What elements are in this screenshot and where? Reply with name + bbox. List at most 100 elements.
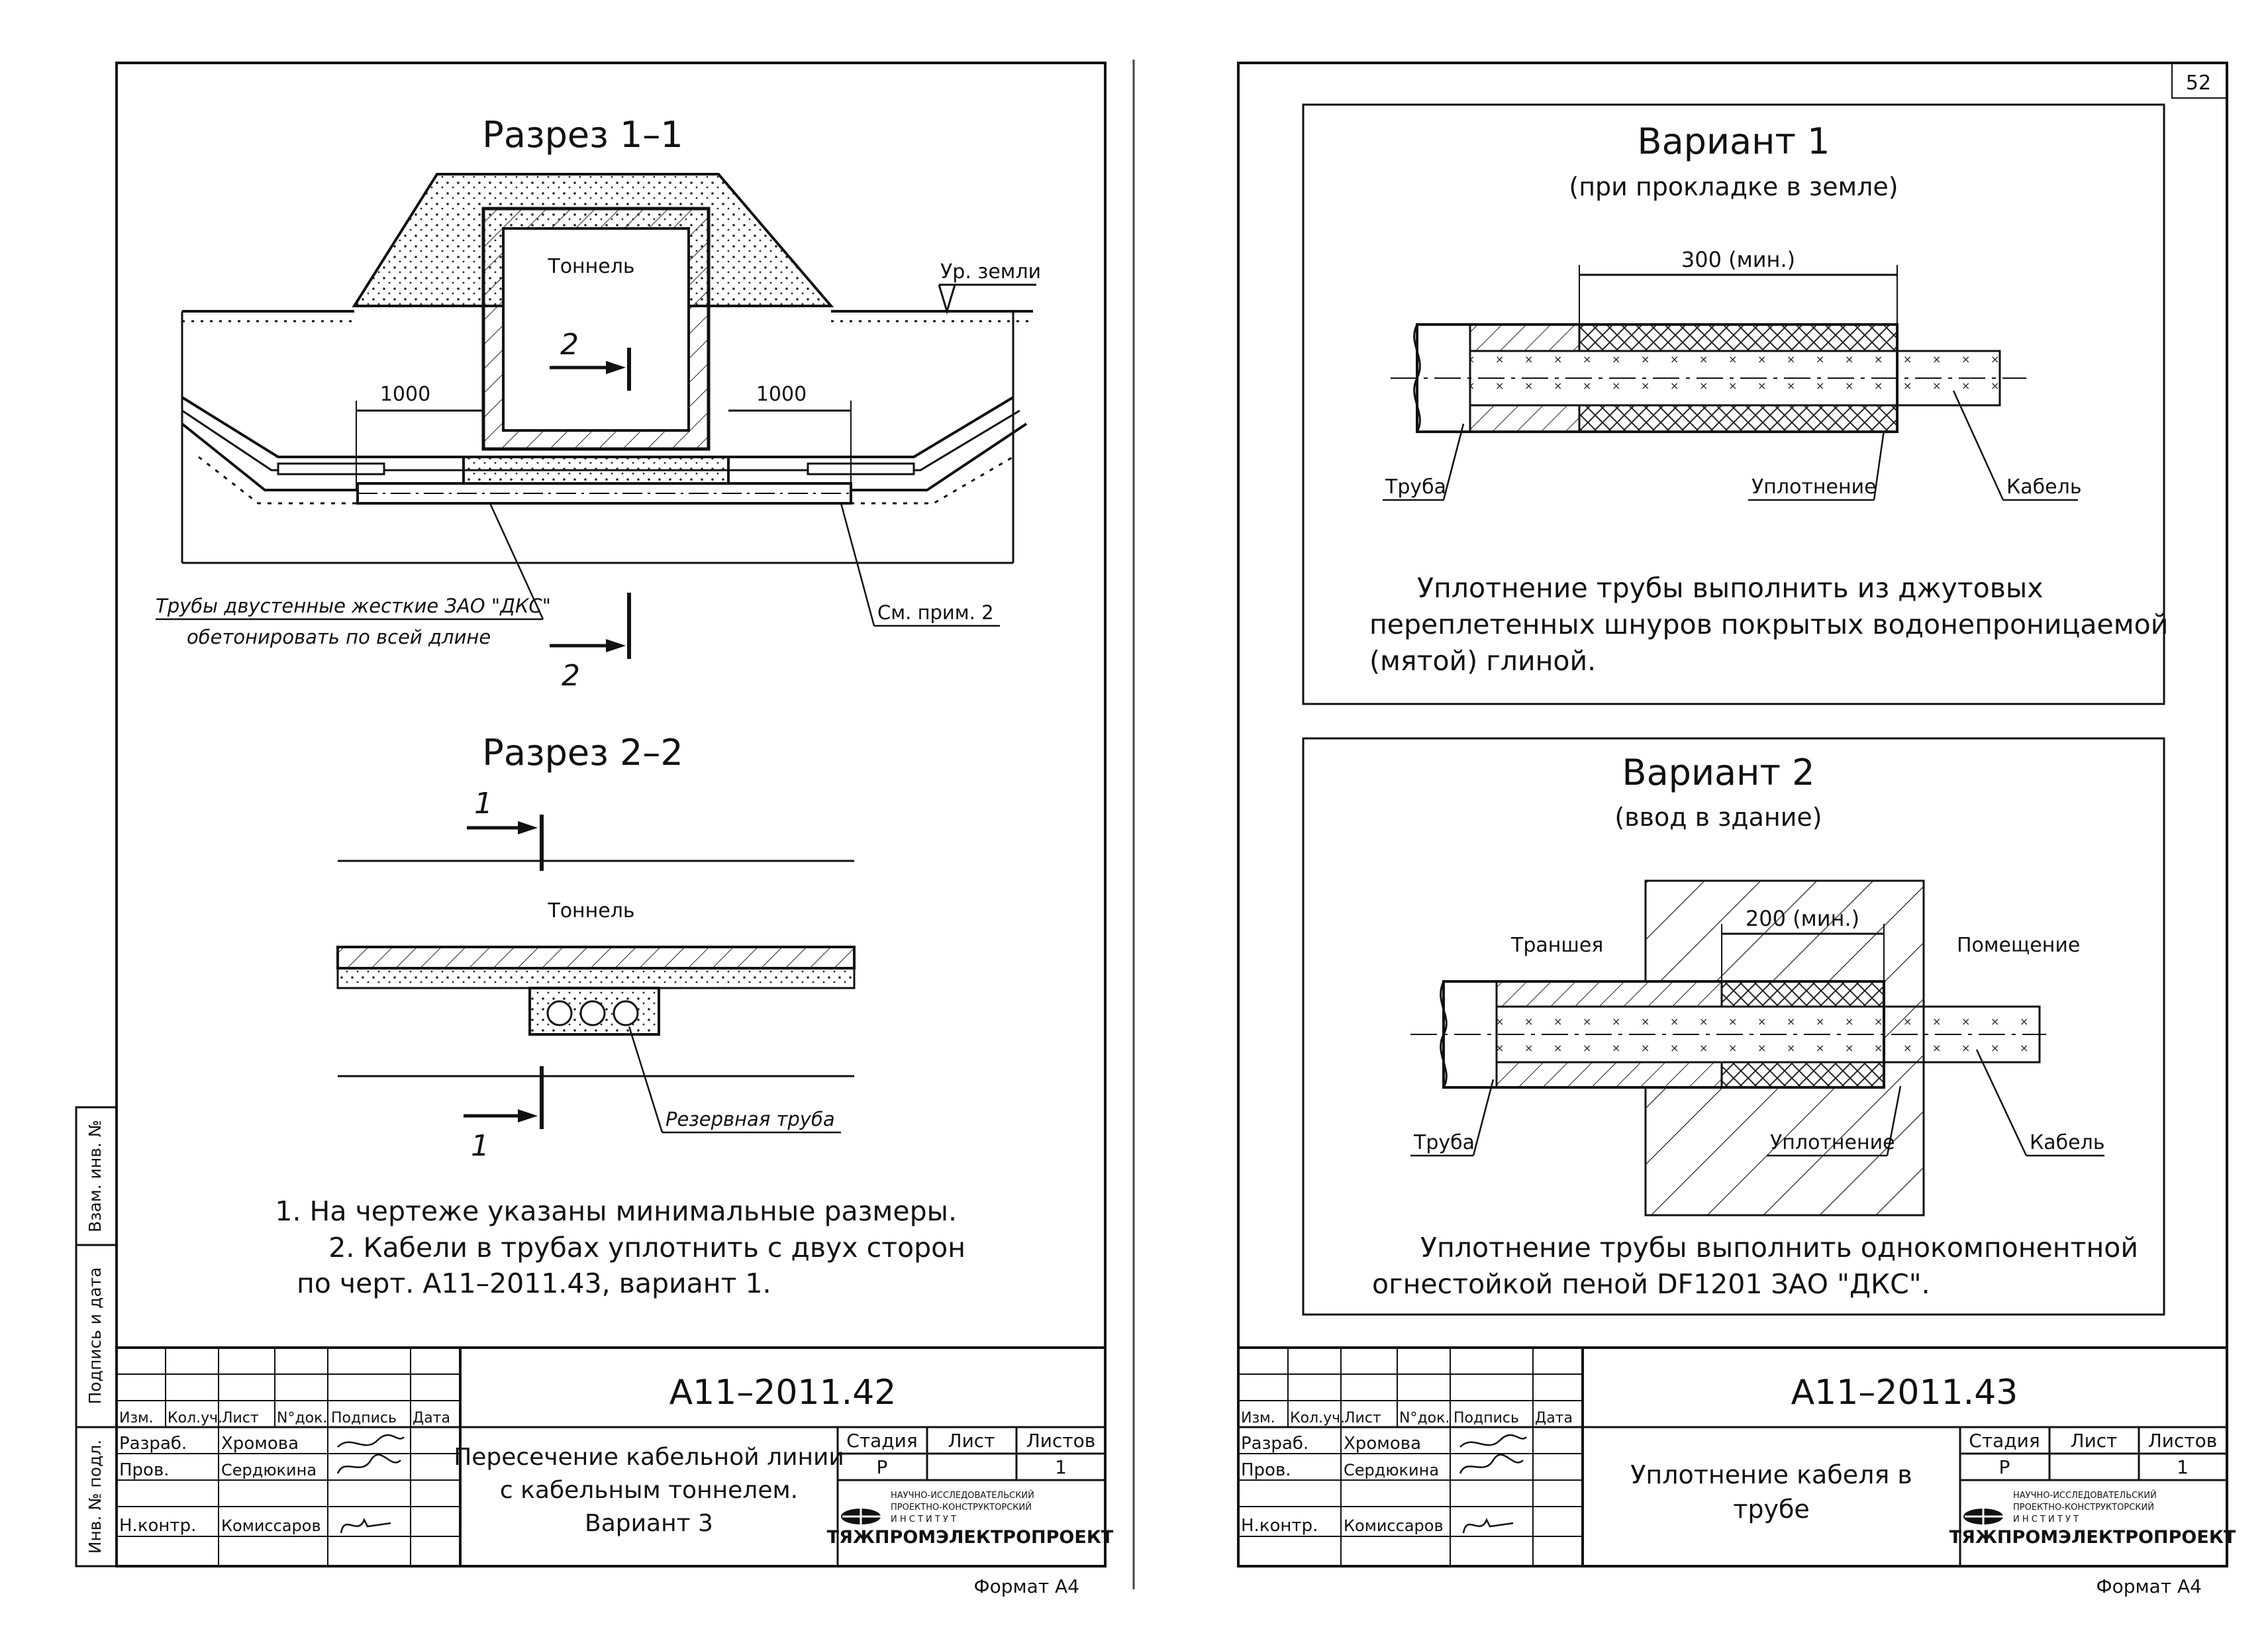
side-label-signature-date: Подпись и дата xyxy=(85,1267,105,1404)
stage-header: Стадия xyxy=(846,1430,917,1452)
variant-2-text-2: огнестойкой пеной DF1201 ЗАО "ДКС". xyxy=(1372,1268,1930,1300)
variant-1-subtitle: (при прокладке в земле) xyxy=(1569,172,1898,201)
stage-header: Стадия xyxy=(1969,1430,2040,1452)
role-normcontrol: Н.контр. xyxy=(1241,1516,1318,1536)
note-2: 2. Кабели в трубах уплотнить с двух стор… xyxy=(328,1232,965,1264)
variant-1-seal-bottom xyxy=(1578,404,1898,433)
name-serdyukina: Сердюкина xyxy=(221,1461,317,1479)
doc-title-line1: Пересечение кабельной линии xyxy=(454,1444,844,1471)
role-normcontrol: Н.контр. xyxy=(119,1516,196,1536)
right-sheet-frame xyxy=(1237,62,2228,1568)
right-sheet: 52 Вариант 1 (при прокладке в земле) 300… xyxy=(1237,62,2236,1597)
variant-2-room-label: Помещение xyxy=(1957,934,2080,957)
signature xyxy=(1459,1434,1527,1448)
variant-1-text-1: Уплотнение трубы выполнить из джутовых xyxy=(1417,572,2044,604)
section-marker-2-bottom: 2 xyxy=(562,659,580,693)
see-note-2: См. прим. 2 xyxy=(877,601,994,624)
format-label: Формат А4 xyxy=(974,1575,1079,1597)
sheets-value: 1 xyxy=(1055,1456,1067,1478)
variant-2-subtitle: (ввод в здание) xyxy=(1614,803,1822,832)
dim-1000-right: 1000 xyxy=(756,383,807,406)
section-1-1: Разрез 1–1 Тоннель 2 Ур. земли xyxy=(156,114,1041,693)
org-line3: И Н С Т И Т У Т xyxy=(891,1515,956,1524)
section-1-title: Разрез 1–1 xyxy=(482,114,683,156)
name-serdyukina: Сердюкина xyxy=(1344,1461,1439,1479)
org-line1: НАУЧНО-ИССЛЕДОВАТЕЛЬСКИЙ xyxy=(891,1490,1034,1501)
org-line2: ПРОЕКТНО-КОНСТРУКТОРСКИЙ xyxy=(2013,1502,2154,1513)
section-marker-1-top: 1 xyxy=(474,787,493,821)
reserve-pipe-circle xyxy=(613,1000,639,1026)
section-marker-1-bottom: 1 xyxy=(471,1129,489,1163)
org-name: ТЯЖПРОМЭЛЕКТРОПРОЕКТ xyxy=(827,1527,1114,1548)
pipe-note-line1: Трубы двустенные жесткие ЗАО "ДКС" xyxy=(156,595,551,617)
dim-1000-left: 1000 xyxy=(380,383,430,406)
doc-title-line2: с кабельным тоннелем. xyxy=(500,1477,798,1504)
tunnel-base xyxy=(462,456,730,485)
header-data: Дата xyxy=(1535,1410,1573,1426)
page-number: 52 xyxy=(2186,72,2211,95)
ground-level-label: Ур. земли xyxy=(940,260,1041,283)
variant-2-seal-label: Уплотнение xyxy=(1770,1131,1895,1154)
variant-2-title: Вариант 2 xyxy=(1622,752,1815,793)
name-khromova: Хромова xyxy=(1344,1434,1421,1454)
variant-1-cable-label: Кабель xyxy=(2006,475,2082,499)
left-side-stamp: Взам. инв. № Подпись и дата Инв. № подл. xyxy=(75,1106,118,1568)
pipe-circle xyxy=(546,1000,573,1026)
section-2-2: Разрез 2–2 1 Тоннель 1 Резервная труба xyxy=(336,732,856,1163)
sheets-header: Листов xyxy=(1026,1430,1096,1452)
sheet-header: Лист xyxy=(948,1430,995,1452)
header-data: Дата xyxy=(413,1410,450,1426)
doc-title-line1: Уплотнение кабеля в xyxy=(1630,1460,1912,1489)
side-label-replaced: Взам. инв. № xyxy=(85,1120,105,1232)
signature xyxy=(336,1454,401,1474)
left-title-block: Изм. Кол.уч. Лист N°док. Подпись Дата Ра… xyxy=(117,1346,1114,1566)
note-1: 1. На чертеже указаны минимальные размер… xyxy=(275,1195,957,1227)
signature xyxy=(1462,1517,1514,1534)
sheet-header: Лист xyxy=(2071,1430,2118,1452)
format-label: Формат А4 xyxy=(2096,1575,2202,1597)
variant-2-seal-bottom xyxy=(1720,1061,1885,1089)
doc-code: А11–2011.42 xyxy=(669,1373,897,1413)
org-line1: НАУЧНО-ИССЛЕДОВАТЕЛЬСКИЙ xyxy=(2013,1490,2157,1501)
signature xyxy=(340,1517,391,1534)
variant-1-pipe-label: Труба xyxy=(1385,475,1446,499)
doc-title-line3: Вариант 3 xyxy=(585,1510,713,1537)
variant-1-text-3: (мятой) глиной. xyxy=(1369,645,1596,677)
sheets-header: Листов xyxy=(2148,1430,2218,1452)
variant-1-seal-top xyxy=(1578,323,1898,352)
sheets-value: 1 xyxy=(2177,1456,2189,1478)
variant-2-cable-label: Кабель xyxy=(2030,1131,2105,1154)
variant-1-seal-label: Уплотнение xyxy=(1751,475,1877,499)
role-checker: Пров. xyxy=(119,1460,170,1480)
name-komissarov: Комиссаров xyxy=(221,1517,321,1535)
variant-1-panel: Вариант 1 (при прокладке в земле) 300 (м… xyxy=(1302,103,2168,705)
note-2-cont: по черт. А11–2011.43, вариант 1. xyxy=(297,1268,771,1299)
signature xyxy=(337,1434,405,1448)
variant-2-text-1: Уплотнение трубы выполнить однокомпонент… xyxy=(1420,1232,2138,1264)
side-label-inventory: Инв. № подл. xyxy=(85,1440,105,1554)
left-sheet-frame xyxy=(115,62,1107,1568)
role-developer: Разраб. xyxy=(1241,1434,1308,1454)
variant-2-frame xyxy=(1302,737,2165,1316)
variant-1-text-2: переплетенных шнуров покрытых водонепрон… xyxy=(1369,609,2168,640)
header-podpis: Подпись xyxy=(1454,1410,1519,1426)
name-khromova: Хромова xyxy=(221,1434,299,1454)
section-marker-2-top: 2 xyxy=(560,328,579,362)
org-name: ТЯЖПРОМЭЛЕКТРОПРОЕКТ xyxy=(1949,1527,2236,1548)
tunnel-label: Тоннель xyxy=(547,255,634,278)
header-izm: Изм. xyxy=(119,1410,154,1426)
doc-code: А11–2011.43 xyxy=(1791,1373,2018,1413)
header-ndoc: N°док. xyxy=(277,1410,327,1426)
variant-2-panel: Вариант 2 (ввод в здание) 200 (мин.) Тра… xyxy=(1302,737,2165,1316)
header-list: Лист xyxy=(1344,1410,1381,1426)
variant-2-dim: 200 (мин.) xyxy=(1746,906,1859,931)
header-izm: Изм. xyxy=(1241,1410,1275,1426)
variant-1-dim: 300 (мин.) xyxy=(1681,247,1795,272)
org-line2: ПРОЕКТНО-КОНСТРУКТОРСКИЙ xyxy=(891,1502,1032,1513)
variant-2-pipe-label: Труба xyxy=(1413,1131,1475,1154)
org-logo-icon xyxy=(1963,1503,2003,1530)
header-list: Лист xyxy=(222,1410,259,1426)
pipe-note-line2: обетонировать по всей длине xyxy=(187,626,491,648)
left-sheet: Разрез 1–1 Тоннель 2 Ур. земли xyxy=(75,62,1114,1597)
